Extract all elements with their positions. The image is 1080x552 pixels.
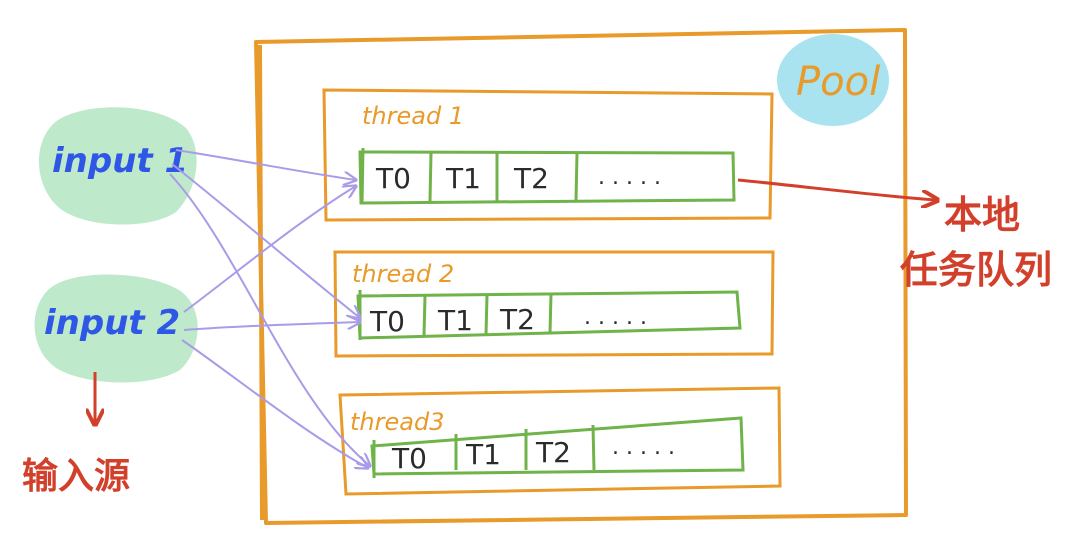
thread-2-box [333,250,775,358]
input-2-label: input 2 [44,303,180,343]
thread-2-dividers [422,293,553,337]
arrow-input1-thread3 [169,173,370,466]
thread-3-box [338,386,782,496]
thread-2-task-0: T0 [369,305,405,338]
arrow-input2-thread1 [183,186,356,313]
arrow-input2-thread3 [181,339,368,468]
thread-2-task-1: T1 [437,304,473,337]
thread-2: thread 2 T0 T1 T2 . . . . . [333,250,775,358]
thread-3-queue [370,416,745,478]
pool-badge [777,34,889,126]
thread-3: thread3 T0 T1 T2 . . . . . [338,386,782,496]
thread-3-task-1: T1 [465,438,501,471]
arrow-input1-thread2 [171,163,360,318]
input-source-label: 输入源 [22,456,130,497]
thread-3-task-0: T0 [391,442,427,475]
thread-1-box [322,88,774,222]
thread-2-task-2: T2 [499,303,535,336]
thread-2-task-more: . . . . . [584,305,647,330]
local-queue-label-line1: 本地 [944,193,1020,237]
local-queue-arrow [737,178,936,200]
input-arrows [169,149,370,468]
arrow-input2-thread2 [183,322,360,331]
pool-border [254,28,908,525]
thread-1-task-1: T1 [445,162,481,195]
thread-1: thread 1 T0 T1 T2 . . . . . [322,88,774,222]
arrow-input1-thread1 [175,149,356,180]
input-2-blob [34,274,198,383]
local-queue-label-line2: 任务队列 [900,248,1052,292]
thread-1-label: thread 1 [362,102,464,130]
thread-3-dividers [454,424,596,471]
thread-1-task-more: . . . . . [598,165,661,190]
thread-3-task-more: . . . . . [612,435,675,460]
pool-label: Pool [796,59,880,105]
thread-2-label: thread 2 [352,260,454,288]
thread-1-task-0: T0 [375,162,411,195]
input-1-label: input 1 [52,141,188,181]
thread-3-task-2: T2 [535,436,571,469]
thread-3-label: thread3 [350,408,444,436]
input-1-blob [38,107,197,225]
thread-1-dividers [428,151,579,202]
thread-1-queue [358,147,736,205]
thread-1-task-2: T2 [513,162,549,195]
